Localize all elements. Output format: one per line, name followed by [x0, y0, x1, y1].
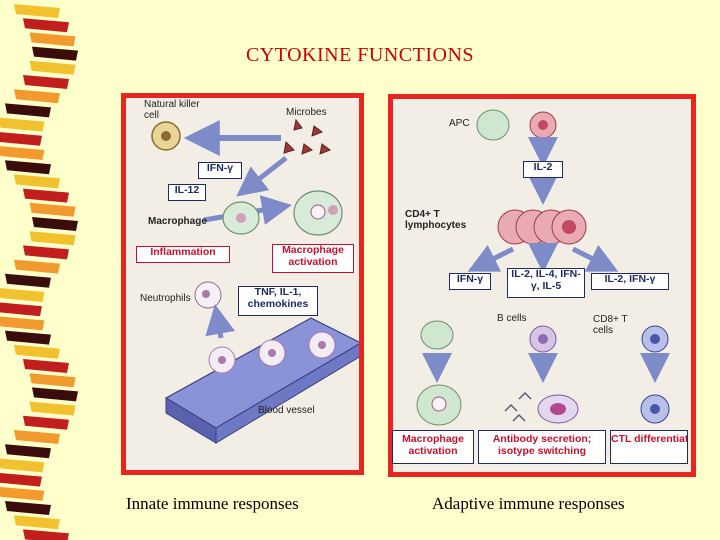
ribbon-segment	[0, 146, 45, 160]
ribbon-segment	[32, 387, 78, 402]
ribbon-segment	[14, 259, 60, 274]
macrophage-activation-box: Macrophage activation	[272, 244, 354, 273]
ribbon-segment	[0, 472, 42, 487]
b-cells-label: B cells	[497, 313, 527, 324]
ribbon-segment	[29, 231, 76, 246]
cd8-label: CD8+ T cells	[593, 314, 628, 336]
cd4-label: CD4+ T lymphocytes	[405, 209, 467, 231]
adaptive-diagram-panel: APC IL-2 CD4+ T lymphocytes IFN-γ IL-2, …	[388, 94, 696, 477]
macrophage-label: Macrophage	[148, 216, 207, 227]
ribbon-segment	[23, 359, 69, 373]
microbes-shape	[283, 118, 332, 155]
ribbon-segment	[5, 273, 51, 288]
outcome-ctl-differentiation-box: CTL differentiation	[610, 430, 688, 464]
innate-ifn-box: IFN-γ	[198, 162, 242, 179]
ribbon-segment	[0, 302, 42, 317]
ribbon-segment	[14, 4, 60, 18]
ribbon-segment	[14, 174, 60, 189]
cd4-cluster-shape	[497, 209, 587, 245]
ribbon-segment	[23, 75, 69, 89]
tnf-box: TNF, IL-1, chemokines	[238, 286, 318, 316]
ribbon-segment	[29, 401, 76, 416]
ribbon-segment	[0, 132, 42, 146]
ribbon-segment	[14, 430, 60, 444]
adaptive-diagram-art	[416, 109, 670, 426]
ribbon-segment	[29, 373, 76, 388]
ribbon-segment	[0, 458, 45, 473]
il12-box: IL-12	[168, 184, 206, 201]
ribbon-segment	[14, 344, 60, 359]
ribbon-segment	[32, 46, 78, 61]
blood-vessel-shape	[164, 317, 359, 444]
nk-cell-label: Natural killer cell	[144, 99, 200, 121]
adaptive-ifn-box: IFN-γ	[449, 273, 491, 290]
ribbon-segment	[23, 415, 69, 430]
ribbon-segment	[5, 501, 51, 515]
outcome-macrophage-activation-box: Macrophage activation	[392, 430, 474, 464]
ribbon-segment	[23, 188, 69, 203]
ribbon-segment	[23, 245, 69, 260]
apc-label: APC	[449, 118, 470, 129]
ribbon-segment	[29, 60, 76, 75]
il2-ifn-box: IL-2, IFN-γ	[591, 273, 669, 290]
ribbon-segment	[29, 202, 76, 217]
apc-shape	[476, 109, 510, 141]
innate-diagram-panel: Natural killer cell Microbes IFN-γ IL-12…	[121, 93, 364, 475]
outcome-antibody-secretion-box: Antibody secretion; isotype switching	[478, 430, 606, 464]
adaptive-caption: Adaptive immune responses	[432, 494, 625, 513]
ribbon-segment	[0, 316, 45, 331]
ribbon-segment	[5, 103, 51, 118]
ribbon-segment	[23, 529, 69, 540]
innate-diagram-art	[151, 118, 359, 444]
ribbon-segment	[32, 217, 78, 231]
inflammation-box: Inflammation	[136, 246, 230, 263]
ribbon-segment	[29, 32, 76, 47]
ribbon-segment	[0, 486, 45, 501]
ribbon-segment	[5, 444, 51, 459]
ribbon-segment	[14, 89, 60, 104]
il2-box: IL-2	[523, 161, 563, 178]
ribbon-segment	[23, 18, 69, 33]
innate-caption: Innate immune responses	[126, 494, 299, 513]
microbes-label: Microbes	[286, 107, 327, 118]
slide-title: CYTOKINE FUNCTIONS	[245, 44, 475, 66]
ribbon-segment	[5, 160, 51, 175]
ribbon-segment	[14, 515, 60, 530]
ribbon-segment	[0, 117, 45, 132]
neutrophils-label: Neutrophils	[140, 293, 191, 304]
ribbon-segment	[0, 288, 45, 302]
decorative-ribbon	[0, 4, 78, 540]
il-mix-box: IL-2, IL-4, IFN-γ, IL-5	[507, 268, 585, 298]
blood-vessel-label: Blood vessel	[258, 405, 315, 416]
ribbon-segment	[5, 330, 51, 345]
